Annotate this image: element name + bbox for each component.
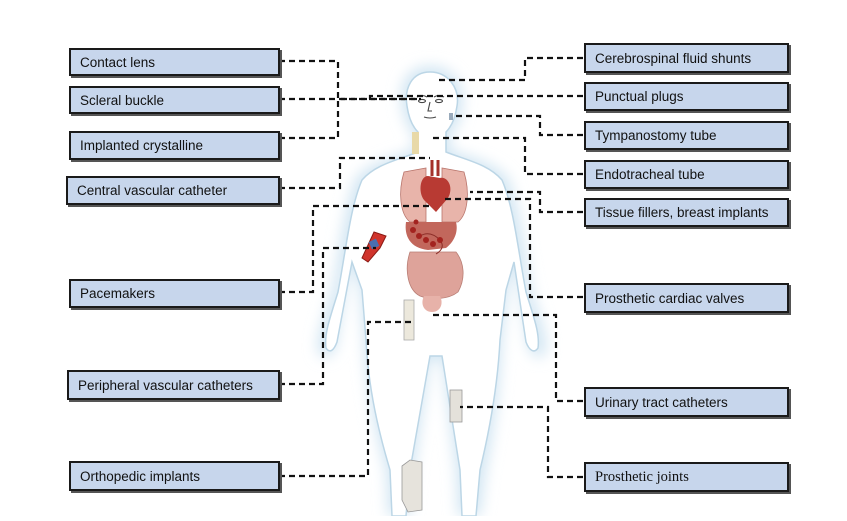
leader-peripheral-catheters	[279, 246, 376, 386]
forearm-catheter-marker	[403, 299, 415, 341]
intestines	[406, 251, 464, 300]
label-punctual-plugs: Punctual plugs	[584, 82, 789, 111]
leader-implanted-crystalline	[279, 99, 340, 140]
aorta	[430, 160, 440, 176]
leader-endotracheal-tube	[430, 136, 583, 176]
leader-tympanostomy-tube	[452, 114, 583, 137]
label-urinary-tract-catheters: Urinary tract catheters	[584, 387, 789, 417]
label-tympanostomy-tube: Tympanostomy tube	[584, 121, 789, 150]
leader-punctual-plugs	[368, 94, 583, 100]
leader-contact-lens	[279, 59, 421, 101]
leader-csf-shunts	[436, 56, 583, 82]
pacemaker-device	[368, 238, 380, 250]
label-central-vascular-catheter: Central vascular catheter	[66, 176, 280, 205]
leader-prosthetic-joints	[460, 405, 583, 479]
implant-markers	[361, 113, 463, 513]
label-orthopedic-implants: Orthopedic implants	[69, 461, 280, 491]
knee-implant-marker	[401, 459, 423, 513]
leader-central-vascular-catheter	[279, 156, 430, 190]
tympanostomy-marker	[449, 113, 453, 120]
leader-prosthetic-valves	[441, 197, 583, 299]
label-tissue-fillers: Tissue fillers, breast implants	[584, 198, 789, 227]
label-pacemakers: Pacemakers	[69, 279, 280, 308]
label-prosthetic-joints: Prosthetic joints	[584, 462, 789, 492]
label-endotracheal-tube: Endotracheal tube	[584, 160, 789, 189]
leader-orthopedic-implants	[279, 320, 412, 478]
liver	[405, 222, 457, 250]
label-peripheral-vascular-catheters: Peripheral vascular catheters	[67, 370, 280, 400]
colon-nodules	[410, 219, 443, 247]
leader-tissue-fillers	[470, 190, 583, 214]
neck-shunt-marker	[412, 132, 419, 154]
label-prosthetic-cardiac-valves: Prosthetic cardiac valves	[584, 283, 789, 313]
label-implanted-crystalline: Implanted crystalline	[69, 131, 280, 160]
leader-lines	[279, 56, 583, 479]
label-csf-shunts: Cerebrospinal fluid shunts	[584, 43, 789, 73]
leader-urinary-catheters	[432, 313, 583, 403]
bladder	[422, 296, 442, 312]
label-contact-lens: Contact lens	[69, 48, 280, 76]
heart	[420, 176, 451, 212]
internal-organs	[400, 160, 468, 312]
label-scleral-buckle: Scleral buckle	[69, 86, 280, 114]
